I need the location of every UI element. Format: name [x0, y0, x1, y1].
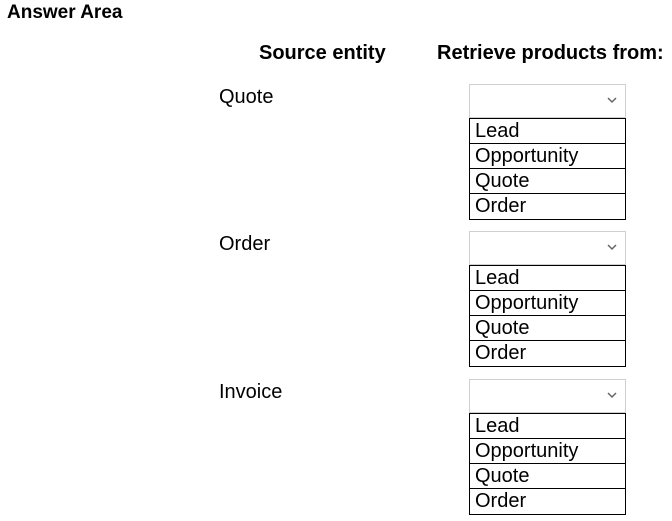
source-entity-label: Invoice [219, 381, 283, 403]
dropdown-option-order[interactable]: Order [475, 195, 527, 217]
retrieve-products-header: Retrieve products from: [437, 42, 664, 64]
dropdown-option-opportunity[interactable]: Opportunity [470, 439, 625, 464]
source-entity-header: Source entity [259, 42, 386, 64]
retrieve-products-dropdown[interactable]: Lead Opportunity Quote Order [469, 231, 626, 367]
dropdown-option-quote[interactable]: Quote [470, 316, 625, 341]
dropdown-options-list: Lead Opportunity Quote Order [469, 118, 626, 220]
dropdown-select-box[interactable] [469, 84, 626, 118]
dropdown-option-quote[interactable]: Quote [470, 169, 625, 194]
retrieve-products-dropdown[interactable]: Lead Opportunity Quote Order [469, 379, 626, 515]
retrieve-products-dropdown[interactable]: Lead Opportunity Quote Order [469, 84, 626, 220]
dropdown-option-opportunity[interactable]: Opportunity [470, 144, 625, 169]
answer-area-title: Answer Area [7, 2, 123, 23]
dropdown-option-lead[interactable]: Lead [470, 414, 625, 439]
dropdown-option-order[interactable]: Order [475, 490, 527, 512]
dropdown-select-box[interactable] [469, 231, 626, 265]
dropdown-option-lead[interactable]: Lead [470, 119, 625, 144]
dropdown-option-lead[interactable]: Lead [470, 266, 625, 291]
source-entity-label: Order [219, 233, 271, 255]
dropdown-option-opportunity[interactable]: Opportunity [470, 291, 625, 316]
source-entity-label: Quote [219, 86, 274, 108]
dropdown-option-quote[interactable]: Quote [470, 464, 625, 489]
dropdown-options-list: Lead Opportunity Quote Order [469, 265, 626, 367]
dropdown-option-order[interactable]: Order [475, 342, 527, 364]
dropdown-select-box[interactable] [469, 379, 626, 413]
dropdown-options-list: Lead Opportunity Quote Order [469, 413, 626, 515]
chevron-down-icon[interactable] [605, 240, 619, 254]
chevron-down-icon[interactable] [605, 388, 619, 402]
chevron-down-icon[interactable] [605, 93, 619, 107]
